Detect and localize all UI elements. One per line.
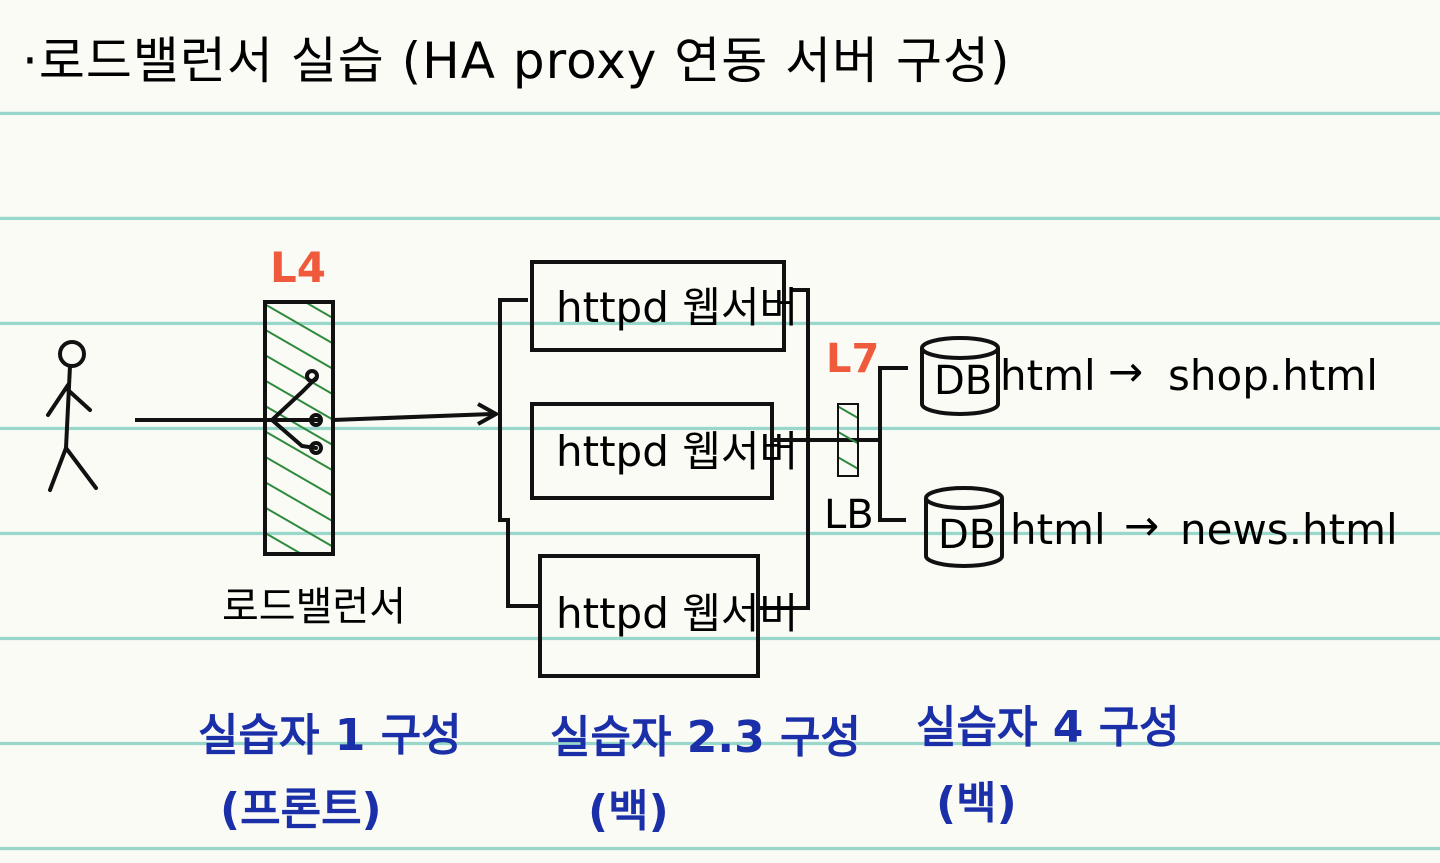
web-server-2-label: httpd 웹서버 [556, 427, 798, 476]
balancer-to-web-line [332, 412, 493, 422]
database-2-target: news.html [1180, 505, 1398, 554]
balancer-to-web-arrowhead [477, 402, 501, 426]
balancer-splitter-icon [270, 369, 323, 455]
l7-label: L7 [826, 336, 879, 382]
web-server-1: httpd 웹서버 [530, 260, 798, 352]
db-bracket [878, 366, 908, 522]
database-2-label: DB [938, 512, 996, 558]
l7-caption: LB [824, 492, 874, 538]
user-stick-figure-icon [46, 340, 98, 492]
database-2-arrow: → [1124, 501, 1159, 550]
balancer-caption: 로드밸런서 [222, 584, 406, 630]
group-2-line1: 실습자 2.3 구성 [550, 712, 861, 763]
database-1-target: shop.html [1168, 351, 1378, 400]
database-2-suffix: html [1010, 505, 1106, 554]
database-2-icon: DB [924, 486, 1004, 568]
group-1-line2: (프론트) [220, 784, 382, 835]
group-3-line2: (백) [936, 778, 1017, 829]
group-3-line1: 실습자 4 구성 [916, 702, 1180, 753]
web-server-3-label: httpd 웹서버 [556, 589, 798, 638]
database-1-suffix: html [1000, 351, 1096, 400]
l7-load-balancer [837, 403, 859, 477]
database-1-arrow: → [1108, 347, 1143, 396]
page-title: ·로드밸런서 실습 (HA proxy 연동 서버 구성) [22, 32, 1011, 90]
web-server-2: httpd 웹서버 [530, 402, 798, 500]
group-1-line1: 실습자 1 구성 [198, 710, 462, 761]
web-cluster-right-bracket [760, 288, 810, 610]
l4-label: L4 [270, 243, 326, 292]
group-2-line2: (백) [588, 786, 669, 837]
web-cluster-left-bracket [498, 298, 540, 608]
l4-load-balancer [263, 300, 335, 556]
web-server-1-label: httpd 웹서버 [556, 283, 798, 332]
database-1-label: DB [934, 358, 992, 404]
database-1-icon: DB [920, 336, 1000, 416]
web-server-3: httpd 웹서버 [538, 554, 798, 678]
